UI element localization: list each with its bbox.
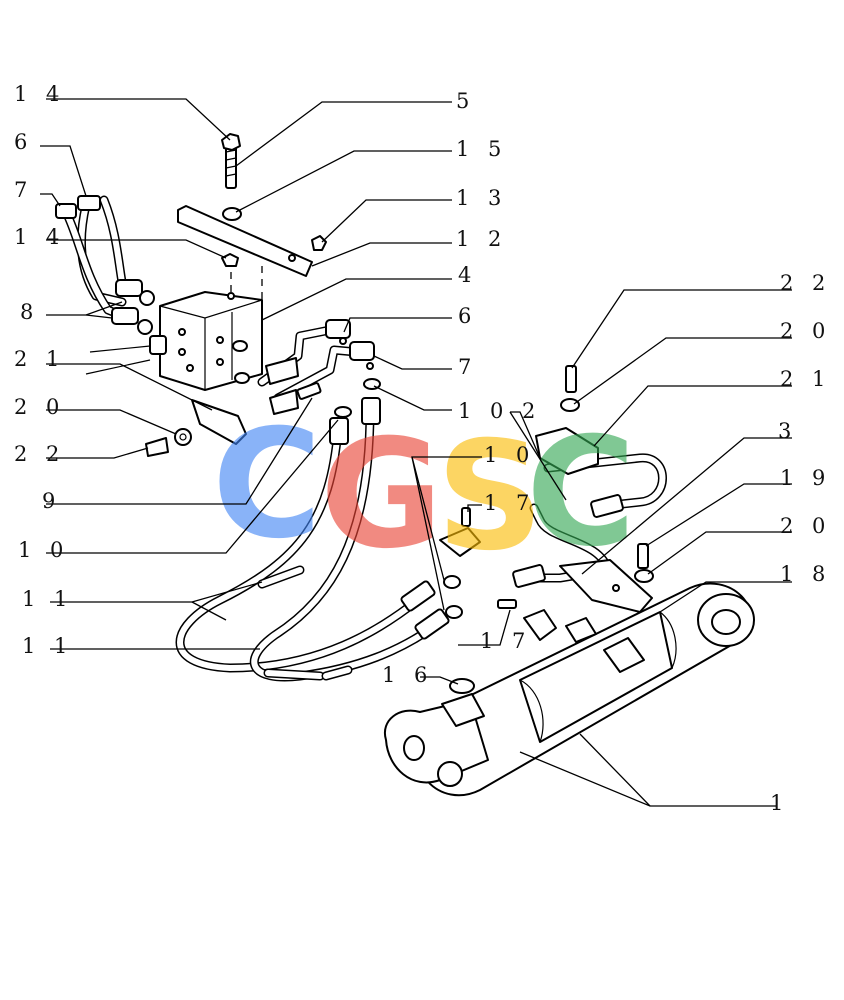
control-valve	[85, 291, 263, 391]
callout-9: 9	[42, 489, 61, 513]
callout-8: 8	[20, 300, 39, 324]
callout-18: 1 8	[780, 562, 831, 586]
callout-15: 1 5	[456, 137, 507, 161]
callout-1: 1	[770, 791, 789, 815]
watermark: C G S C	[212, 398, 636, 584]
callout-10-left: 1 0	[18, 538, 69, 562]
callout-labels: 1 4 6 7 1 4 8 2 1 2 0 2 2 9 1 0 1 1 1 1 …	[14, 82, 831, 815]
callout-14-top: 1 4	[14, 82, 65, 106]
watermark-letter-c2: C	[526, 406, 636, 580]
callout-10-mid: 1 0	[458, 399, 509, 423]
callout-17-lower: 1 7	[480, 629, 531, 653]
callout-2: 2	[522, 399, 541, 423]
callout-17-upper: 1 7	[484, 491, 535, 515]
callout-22-left: 2 2	[14, 442, 65, 466]
leader-lines	[40, 98, 792, 807]
callout-7-right: 7	[458, 355, 477, 379]
callout-4: 4	[458, 263, 477, 287]
watermark-letter-g: G	[320, 408, 443, 582]
callout-10-center: 1 0	[484, 443, 535, 467]
callout-22-right: 2 2	[780, 271, 831, 295]
callout-12: 1 2	[456, 227, 507, 251]
hose-assembly	[175, 397, 450, 682]
callout-6-right: 6	[458, 304, 477, 328]
callout-6-left: 6	[14, 130, 33, 154]
callout-14-mid: 1 4	[14, 225, 65, 249]
watermark-letter-c1: C	[212, 398, 322, 572]
callout-19: 1 9	[780, 466, 831, 490]
callout-13: 1 3	[456, 186, 507, 210]
callout-7-left: 7	[14, 178, 33, 202]
callout-3: 3	[778, 419, 797, 443]
callout-21-left: 2 1	[14, 347, 65, 371]
watermark-letter-s: S	[436, 410, 544, 584]
hydraulic-cylinder	[383, 582, 755, 797]
callout-11-lower: 1 1	[22, 634, 73, 658]
pipes-upper-left	[55, 195, 155, 335]
callout-20-left: 2 0	[14, 395, 65, 419]
callout-21-right: 2 1	[780, 367, 831, 391]
callout-11-upper: 1 1	[22, 587, 73, 611]
brackets-hardware	[145, 133, 327, 457]
callout-16: 1 6	[382, 663, 433, 687]
callout-20-lower-right: 2 0	[780, 514, 831, 538]
callout-20-right: 2 0	[780, 319, 831, 343]
callout-5: 5	[456, 89, 475, 113]
